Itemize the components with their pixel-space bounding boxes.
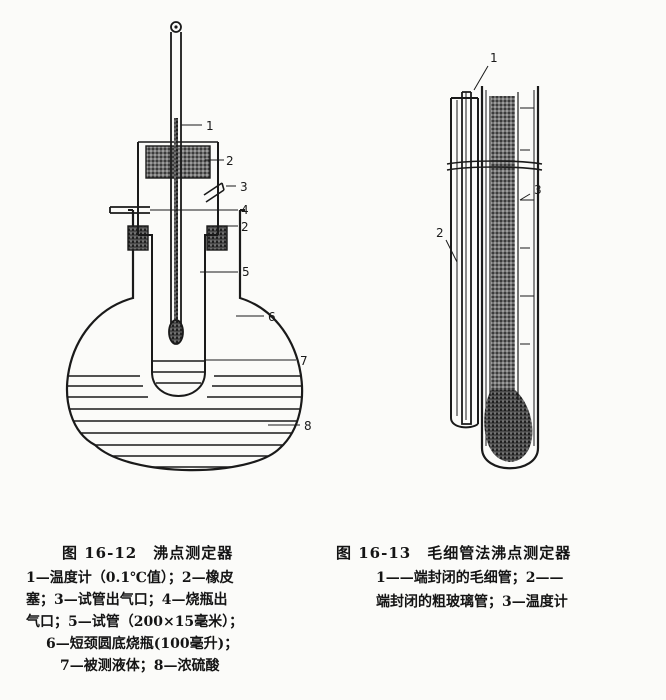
test-tube bbox=[137, 142, 219, 397]
thermometer-bulb bbox=[484, 390, 533, 462]
label-3-left: 3 bbox=[240, 180, 248, 194]
label-2-left-lower: 2 bbox=[241, 220, 249, 234]
boiling-point-apparatus bbox=[66, 21, 304, 472]
outer-thermometer-tube bbox=[480, 86, 540, 470]
labels-left: 1 2 3 4 2 5 6 7 8 bbox=[206, 119, 312, 433]
test-liquid bbox=[153, 360, 204, 384]
label-5-left: 5 bbox=[242, 265, 250, 279]
rubber-band bbox=[446, 160, 543, 171]
label-8-left: 8 bbox=[304, 419, 312, 433]
legend-left-line-3: 气口；5—试管（200×15毫米）； bbox=[26, 614, 244, 630]
flask-outlet bbox=[109, 206, 150, 214]
label-2-left-upper: 2 bbox=[226, 154, 234, 168]
label-3-right: 3 bbox=[534, 183, 542, 197]
tube-outlet bbox=[203, 182, 225, 203]
label-1-right: 1 bbox=[490, 51, 498, 65]
legend-left-line-5: 7—被测液体；8—浓硫酸 bbox=[60, 658, 220, 674]
label-1-left: 1 bbox=[206, 119, 214, 133]
scale-ticks bbox=[520, 107, 534, 345]
round-bottom-flask bbox=[66, 210, 304, 472]
label-2-right: 2 bbox=[436, 226, 444, 240]
leader-lines-right bbox=[445, 65, 531, 263]
legend-left-line-2: 塞；3—试管出气口；4—烧瓶出 bbox=[26, 592, 228, 608]
label-4-left: 4 bbox=[241, 203, 249, 217]
capillary-apparatus bbox=[445, 65, 543, 470]
figure-right-title: 图 16-13 毛细管法沸点测定器 bbox=[336, 544, 572, 562]
wide-glass-tube bbox=[450, 97, 479, 429]
legend-left-line-1: 1—温度计（0.1℃值）；2—橡皮 bbox=[26, 570, 234, 586]
label-6-left: 6 bbox=[268, 310, 276, 324]
sulfuric-acid-liquid bbox=[67, 375, 303, 468]
label-7-left: 7 bbox=[300, 354, 308, 368]
leader-lines-left bbox=[150, 124, 300, 426]
legend-left-line-4: 6—短颈圆底烧瓶(100毫升)； bbox=[46, 636, 239, 652]
thermometer bbox=[168, 21, 184, 345]
thermometer-column bbox=[491, 96, 515, 396]
figure-left-title: 图 16-12 沸点测定器 bbox=[62, 544, 234, 562]
legend-right-line-2: 端封闭的粗玻璃管；3—温度计 bbox=[376, 594, 568, 610]
legend-right-line-1: 1——端封闭的毛细管；2—— bbox=[376, 570, 564, 586]
labels-right: 1 2 3 bbox=[436, 51, 542, 240]
